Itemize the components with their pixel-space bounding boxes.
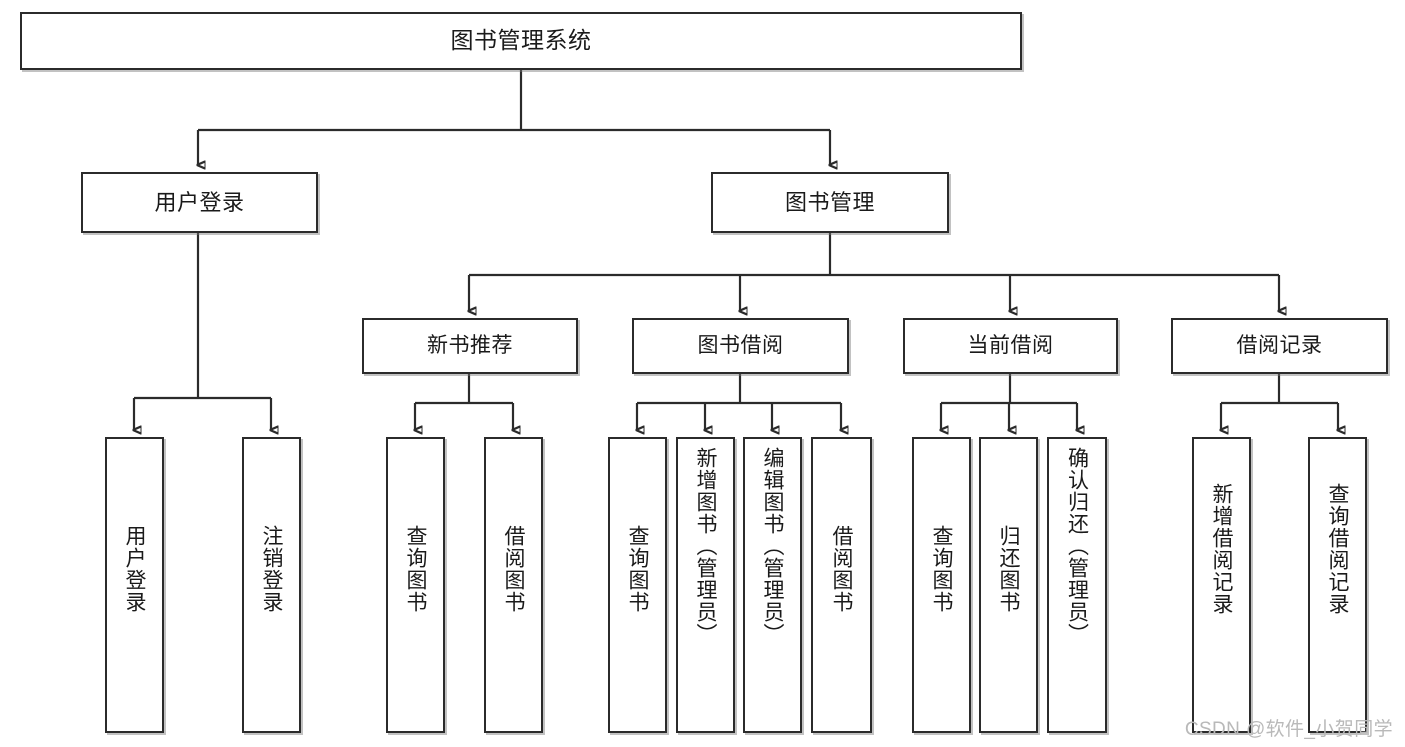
leaf-return-book[interactable]: 归还图书 xyxy=(979,437,1038,733)
node-current-borrow[interactable]: 当前借阅 xyxy=(903,318,1118,374)
node-label: 新增借阅记录 xyxy=(1210,483,1233,615)
node-label: 图书管理 xyxy=(784,189,875,215)
leaf-confirm-return-admin[interactable]: 确认归还（管理员） xyxy=(1047,437,1107,733)
leaf-add-book-admin[interactable]: 新增图书（管理员） xyxy=(676,437,735,733)
node-borrow-record[interactable]: 借阅记录 xyxy=(1171,318,1388,374)
leaf-query-book-borrow[interactable]: 查询图书 xyxy=(608,437,667,733)
leaf-add-borrow-record[interactable]: 新增借阅记录 xyxy=(1192,437,1251,733)
node-label: 查询图书 xyxy=(404,525,427,613)
csdn-watermark: CSDN @软件_小贺同学 xyxy=(1184,719,1393,740)
node-label: 新书推荐 xyxy=(427,333,513,357)
leaf-user-login[interactable]: 用户登录 xyxy=(105,437,164,733)
node-label: 当前借阅 xyxy=(967,333,1054,357)
node-label: 查询图书 xyxy=(626,525,649,613)
node-new-book-recommend[interactable]: 新书推荐 xyxy=(362,318,578,374)
node-label: 查询图书 xyxy=(930,525,953,613)
node-root-system[interactable]: 图书管理系统 xyxy=(20,12,1022,70)
leaf-borrow-book-borrow[interactable]: 借阅图书 xyxy=(811,437,872,733)
node-user-login[interactable]: 用户登录 xyxy=(81,172,318,233)
node-label: 图书管理系统 xyxy=(450,27,592,54)
node-label: 新增图书（管理员） xyxy=(694,447,717,645)
leaf-query-book-recommend[interactable]: 查询图书 xyxy=(386,437,445,733)
leaf-logout[interactable]: 注销登录 xyxy=(242,437,301,733)
leaf-query-book-current[interactable]: 查询图书 xyxy=(912,437,971,733)
node-label: 编辑图书（管理员） xyxy=(761,447,784,645)
node-label: 借阅图书 xyxy=(502,525,525,613)
leaf-query-borrow-record[interactable]: 查询借阅记录 xyxy=(1308,437,1367,733)
node-label: 注销登录 xyxy=(260,525,283,613)
node-label: 确认归还（管理员） xyxy=(1065,447,1089,645)
node-label: 用户登录 xyxy=(154,189,245,215)
leaf-edit-book-admin[interactable]: 编辑图书（管理员） xyxy=(743,437,802,733)
node-label: 用户登录 xyxy=(123,525,146,613)
node-label: 归还图书 xyxy=(997,525,1020,613)
node-label: 查询借阅记录 xyxy=(1326,483,1349,615)
node-book-manage[interactable]: 图书管理 xyxy=(711,172,949,233)
node-label: 借阅图书 xyxy=(830,525,853,613)
node-label: 图书借阅 xyxy=(697,333,784,357)
node-label: 借阅记录 xyxy=(1236,333,1323,357)
node-book-borrow[interactable]: 图书借阅 xyxy=(632,318,849,374)
leaf-borrow-book-recommend[interactable]: 借阅图书 xyxy=(484,437,543,733)
